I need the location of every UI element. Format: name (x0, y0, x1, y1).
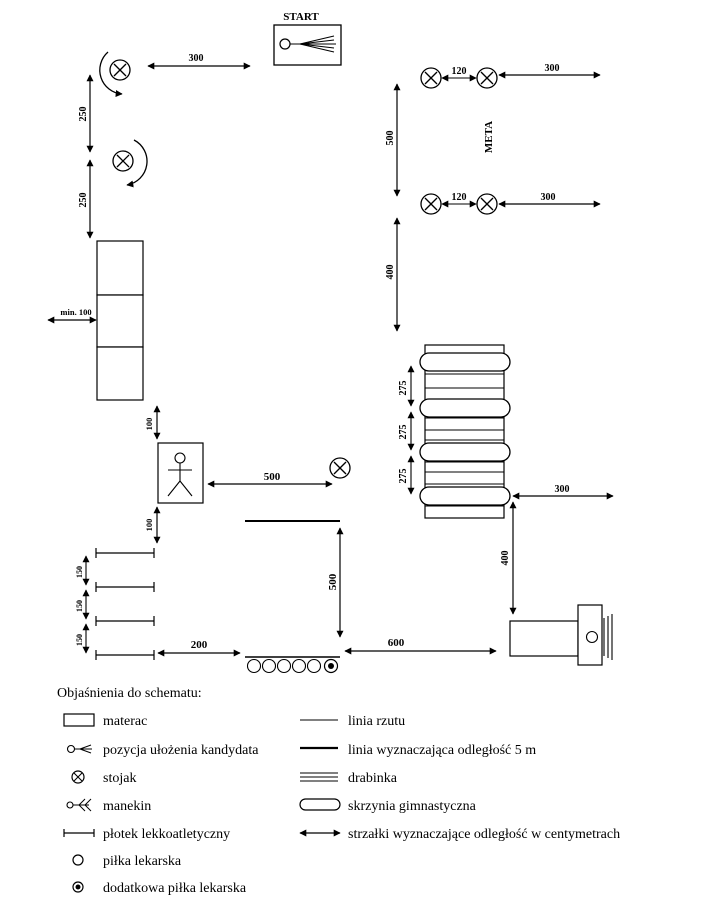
gym-box-icon (299, 798, 341, 811)
dimension-label: 300 (555, 484, 570, 495)
meta-label: META (483, 121, 495, 153)
legend-label: płotek lekkoatletyczny (103, 827, 230, 842)
stand-icon (476, 193, 498, 215)
dimension-label: 500 (327, 573, 339, 590)
dimension-label: 120 (452, 66, 467, 77)
extra-medicine-ball-icon (72, 881, 84, 893)
stand-icon (476, 67, 498, 89)
legend-item: piłka lekarska (72, 854, 182, 869)
legend-item: linia wyznaczająca odległość 5 m (300, 743, 536, 758)
legend-item: pozycja ułożenia kandydata (66, 743, 259, 758)
dimension-label: 300 (541, 192, 556, 203)
legend-label: drabinka (348, 771, 398, 786)
mat-icon (63, 713, 95, 727)
stand-icon (329, 457, 351, 479)
start-box (273, 24, 342, 66)
dimension-label: 275 (398, 381, 409, 396)
legend-item: strzałki wyznaczające odległość w centym… (299, 827, 620, 842)
dimension-label: 500 (264, 471, 281, 483)
dimension-label: 200 (191, 639, 208, 651)
hurdle (95, 548, 155, 558)
mannequin-icon (157, 442, 204, 504)
start-label: START (283, 11, 319, 23)
legend-label: dodatkowa piłka lekarska (103, 881, 247, 896)
stand-icon (109, 59, 131, 81)
dimension-label: 250 (78, 193, 89, 208)
gym-box (419, 486, 511, 506)
legend-item: płotek lekkoatletyczny (63, 827, 230, 842)
legend-label: piłka lekarska (103, 854, 182, 869)
stand-icon (420, 67, 442, 89)
legend-item: materac (63, 713, 147, 729)
gym-box (419, 442, 511, 462)
hurdle (95, 582, 155, 592)
candidate-position-icon (279, 35, 336, 53)
legend-item: dodatkowa piłka lekarska (72, 881, 247, 896)
stand-icon (112, 150, 134, 172)
dimension-label: 100 (144, 418, 154, 431)
dimension-label: 150 (75, 566, 84, 578)
dimension-label: 500 (385, 131, 396, 146)
dimension-label: 275 (398, 425, 409, 440)
dimension-label: 150 (75, 634, 84, 646)
legend-label: strzałki wyznaczające odległość w centym… (348, 827, 620, 842)
rotation-arrow-icon (126, 139, 148, 188)
legend-label: linia wyznaczająca odległość 5 m (348, 743, 536, 758)
hurdle (95, 616, 155, 626)
gym-box (419, 352, 511, 372)
dimension-label: 600 (388, 637, 405, 649)
dimension-label: 400 (385, 265, 396, 280)
legend-label: stojak (103, 771, 136, 786)
legend-item: stojak (71, 770, 136, 786)
stand-icon (420, 193, 442, 215)
dimension-label: 275 (398, 469, 409, 484)
medicine-balls (245, 656, 340, 674)
dimension-label: 150 (75, 600, 84, 612)
mat (96, 240, 144, 401)
hurdle (95, 650, 155, 660)
dimension-label: 250 (78, 107, 89, 122)
legend-item: skrzynia gimnastyczna (299, 798, 477, 814)
legend-title: Objaśnienia do schematu: (57, 686, 202, 701)
legend-item: manekin (66, 798, 151, 814)
dimension-label: 300 (545, 63, 560, 74)
ladder-icon (300, 772, 338, 782)
hurdle-icon (63, 829, 95, 837)
dimension-label: 120 (452, 192, 467, 203)
legend-label: pozycja ułożenia kandydata (103, 743, 259, 758)
legend-label: linia rzutu (348, 714, 405, 729)
mannequin-icon (66, 798, 92, 812)
end-station (509, 604, 613, 666)
medicine-ball-icon (72, 854, 84, 866)
dimension-label: min. 100 (60, 307, 91, 317)
dimension-label: 300 (189, 53, 204, 64)
legend-item: drabinka (300, 771, 398, 786)
dimension-label: 100 (144, 519, 154, 532)
stand-icon (71, 770, 85, 784)
candidate-position-icon (66, 744, 92, 754)
legend-label: skrzynia gimnastyczna (348, 799, 477, 814)
rotation-arrow-icon (99, 51, 123, 98)
legend-item: linia rzutu (300, 714, 405, 729)
dimension-label: 400 (500, 551, 511, 566)
gym-box (419, 398, 511, 418)
legend-label: manekin (103, 799, 151, 814)
legend-label: materac (103, 714, 147, 729)
